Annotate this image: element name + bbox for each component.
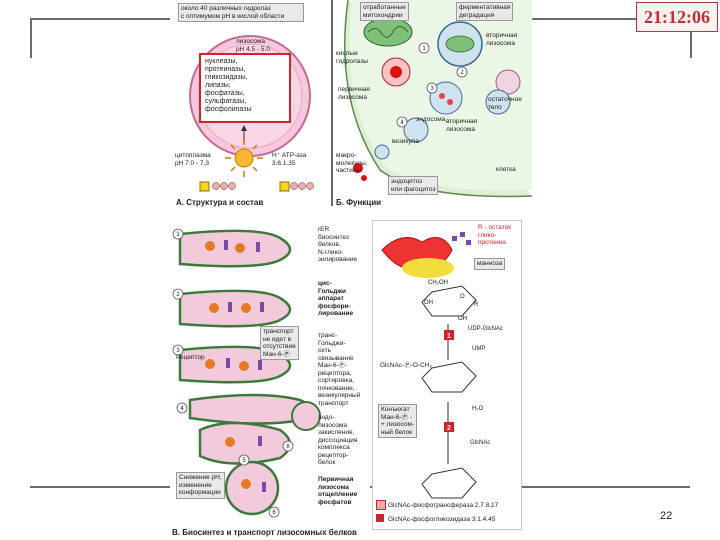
label-mitochondria: отработанные митохондрии	[360, 2, 409, 21]
panel-c-caption: В. Биосинтез и транспорт лизосомных белк…	[172, 528, 357, 537]
clock-display: 21:12:06	[636, 2, 718, 32]
label-residual-body: остаточное тело	[488, 96, 522, 111]
panel-b-graphic: 1 2 3 4	[331, 0, 532, 206]
r-note: R - остаток глико- протеина	[478, 224, 512, 246]
oh-2: OH	[458, 316, 467, 322]
h2o-label: H₂O	[472, 406, 484, 412]
enzyme-1-marker	[376, 500, 386, 510]
receptor-label: Рецептор	[176, 354, 205, 361]
enzyme-2: GlcNAc-фосфогликозидаза 3.1.4.45	[388, 516, 496, 523]
label-degradation: ферментативная деградация	[456, 2, 514, 21]
oh-1: OH	[424, 300, 433, 306]
lysosome-label: лизосома pH 4.5 - 5.0	[236, 38, 270, 53]
glcnac-label: GlcNAc	[470, 440, 490, 446]
c-num-5: 5	[242, 458, 246, 464]
c-num-3: 3	[176, 348, 180, 354]
label-macromolecules: макро- молекулы, частицы	[336, 152, 368, 174]
frame-right-vertical	[690, 18, 692, 58]
glcnac-p-label: GlcNAc-Ⓟ-O-CH₂	[380, 362, 432, 369]
conjugate-note: Конъюгат Ман-6-Ⓟ - + лизосом- ный белок	[378, 404, 418, 438]
step-trans-golgi: транс- Гольджи- сеть связывание Ман-6-Ⓟ-…	[318, 332, 361, 407]
box-label-2: 2	[447, 425, 451, 432]
label-vesicle: везикула	[392, 138, 419, 145]
o-label: O	[460, 294, 465, 300]
step-4: 4	[400, 120, 404, 126]
label-primary-lysosome: первичная лизосома	[338, 86, 370, 101]
label-endocytosis: эндоцитоз или фагоцитоз	[388, 176, 439, 195]
ph-note: Снижение рН, изменение конформации	[176, 472, 225, 499]
step-primary-lysosome: Первичная лизосома отщепление фосфатов	[318, 476, 358, 506]
c-num-4: 4	[180, 406, 184, 412]
label-secondary-lysosome-2: вторичная лизосома	[446, 118, 478, 133]
enzyme-1: GlcNAc-фосфотрансфераза 2.7.8.17	[388, 502, 499, 509]
panel-a-caption: А. Структура и состав	[176, 198, 264, 207]
panel-a-top-note: около 40 различных гидролаз с оптимумом …	[178, 3, 304, 22]
enzyme-2-marker	[376, 514, 384, 522]
label-cell: клетка	[496, 166, 516, 173]
step-cis-golgi: цис- Гольджи аппарат фосфори- лирование	[318, 280, 354, 317]
enzymes-list: нуклеазы, протеиназы, гликозидазы, липаз…	[205, 58, 252, 113]
frame-top-horizontal	[30, 18, 170, 20]
panel-a-graphic	[172, 0, 320, 210]
atpase-icon	[234, 148, 254, 168]
ch2oh-label: CH₂OH	[428, 280, 448, 286]
mitochondria-icon	[363, 17, 413, 47]
label-secondary-lysosome-1: вторичная лизосома	[486, 32, 518, 47]
frame-left-vertical	[30, 18, 32, 58]
ump-label: UMP	[472, 346, 485, 352]
panel-b-caption: Б. Функции	[336, 198, 382, 207]
c-num-8: 8	[286, 444, 290, 450]
step-2: 2	[460, 70, 464, 76]
atpase-label: H⁺ АТР-аза 3.6.1.35	[272, 152, 307, 167]
panel-c-membranes: 1 2 3 4 8 5 6	[170, 220, 370, 520]
cytoplasm-label: цитоплазма pH 7.0 - 7.3	[175, 152, 211, 167]
mannose-label: манноза	[474, 258, 506, 270]
label-acid-hydrolases: кислые гидролазы	[336, 50, 368, 65]
step-rer: rER биосинтез белков, N-глико- зилирован…	[318, 226, 358, 263]
c-num-6: 6	[272, 510, 276, 516]
page-number: 22	[660, 510, 673, 522]
label-endosome: эндосома	[416, 116, 446, 123]
c-num-1: 1	[176, 232, 180, 238]
transport-note: транспорт не идет в отсутствие Ман-6-Ⓟ	[260, 326, 299, 360]
udp-glcnac: UDP-GlcNAc	[468, 326, 503, 332]
c-num-2: 2	[176, 292, 180, 298]
enzymes-box	[199, 53, 291, 123]
step-endolysosome: эндо- лизосома закисление, диссоциация к…	[318, 414, 358, 466]
box-label-1: 1	[447, 333, 451, 340]
step-3: 3	[430, 86, 434, 92]
r-label: R	[474, 302, 479, 308]
frame-right-horizontal	[520, 18, 692, 20]
panel-c-chemistry: 1 2 CH₂OH OH OH R O UDP-GlcNAc UMP H₂O G…	[372, 220, 522, 530]
step-1: 1	[422, 46, 426, 52]
